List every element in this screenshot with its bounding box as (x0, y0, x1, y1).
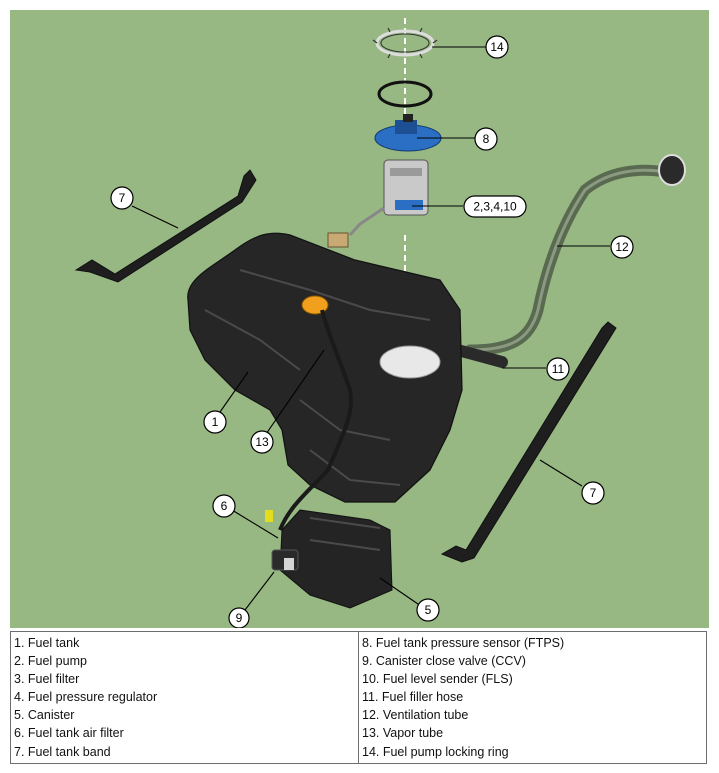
callout-13: 13 (250, 430, 274, 454)
callout-14: 14 (485, 35, 509, 59)
legend-item: 7. Fuel tank band (14, 744, 111, 759)
svg-text:9: 9 (236, 611, 243, 625)
ventilation-tube (464, 154, 686, 356)
parts-legend: 1. Fuel tank 2. Fuel pump 3. Fuel filter… (10, 631, 707, 764)
callout-2-3-4-10: 2,3,4,10 (463, 195, 527, 218)
callout-7-right: 7 (581, 481, 605, 505)
vapor-tube-connector (265, 510, 273, 522)
pump-opening (379, 345, 441, 379)
callout-6: 6 (212, 494, 236, 518)
filler-cap (301, 295, 329, 315)
legend-item: 3. Fuel filter (14, 672, 80, 687)
svg-text:14: 14 (490, 40, 504, 54)
vapor-tube (278, 309, 353, 531)
svg-text:1: 1 (212, 415, 219, 429)
legend-item: 4. Fuel pressure regulator (14, 690, 158, 705)
svg-text:7: 7 (590, 486, 597, 500)
fuel-tank-band-left (74, 169, 257, 283)
legend-item: 6. Fuel tank air filter (14, 726, 124, 741)
callout-12: 12 (610, 235, 634, 259)
fuel-level-sender-float (327, 232, 349, 248)
fuel-pump-module (327, 159, 429, 248)
canister (279, 509, 393, 609)
callout-9: 9 (228, 607, 250, 628)
fuel-tank (187, 232, 463, 503)
svg-text:5: 5 (425, 603, 432, 617)
legend-item: 2. Fuel pump (14, 654, 87, 669)
legend-item: 11. Fuel filler hose (362, 690, 464, 705)
svg-text:7: 7 (119, 191, 126, 205)
legend-left-column: 1. Fuel tank 2. Fuel pump 3. Fuel filter… (11, 632, 359, 764)
legend-item: 8. Fuel tank pressure sensor (FTPS) (362, 636, 565, 650)
legend-item: 14. Fuel pump locking ring (362, 744, 509, 759)
callout-5: 5 (416, 598, 440, 622)
callout-1: 1 (203, 410, 227, 434)
callout-7-left: 7 (110, 186, 134, 210)
legend-item: 5. Canister (14, 708, 75, 723)
canister-close-valve (271, 549, 299, 571)
callout-leaders (131, 46, 610, 611)
svg-text:13: 13 (255, 435, 269, 449)
svg-text:12: 12 (615, 240, 629, 254)
legend-right-column: 8. Fuel tank pressure sensor (FTPS) 9. C… (358, 631, 707, 764)
gasket-ring (377, 80, 433, 108)
legend-item: 13. Vapor tube (362, 726, 444, 741)
svg-text:11: 11 (552, 362, 565, 376)
svg-text:6: 6 (221, 499, 228, 513)
callout-11: 11 (546, 357, 570, 381)
svg-text:2,3,4,10: 2,3,4,10 (473, 200, 517, 214)
fuel-tank-band-right (440, 321, 617, 563)
legend-item: 1. Fuel tank (14, 636, 80, 650)
legend-item: 12. Ventilation tube (362, 708, 469, 723)
fuel-pump-locking-ring (372, 27, 438, 59)
legend-item: 9. Canister close valve (CCV) (362, 654, 526, 669)
callout-8: 8 (474, 127, 498, 151)
fuel-system-diagram: 14 8 2,3,4,10 7 12 11 1 13 7 6 5 9 (10, 10, 709, 628)
svg-text:8: 8 (483, 132, 490, 146)
legend-item: 10. Fuel level sender (FLS) (362, 672, 513, 687)
